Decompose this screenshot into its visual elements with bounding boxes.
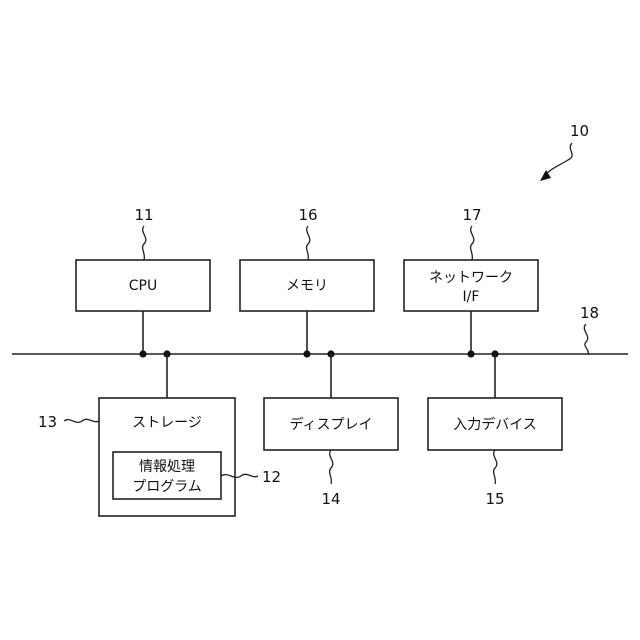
cpu-ref-label: 11 — [134, 206, 153, 224]
display-label: ディスプレイ — [289, 416, 372, 433]
network-label-line1: ネットワーク — [429, 270, 513, 286]
input-ref-label: 15 — [485, 490, 504, 508]
bus-ref-label: 18 — [580, 304, 599, 322]
bus-ref-leader — [584, 324, 588, 354]
memory-bus-junction — [303, 350, 310, 357]
display-ref-leader — [330, 450, 333, 484]
system-ref-label: 10 — [570, 122, 589, 140]
memory-ref-label: 16 — [298, 206, 317, 224]
input-device-label: 入力デバイス — [453, 416, 537, 433]
display-ref-label: 14 — [321, 490, 340, 508]
cpu-bus-junction — [139, 350, 146, 357]
network-ref-leader — [471, 226, 474, 260]
cpu-ref-leader — [143, 226, 146, 260]
storage-ref-label: 13 — [38, 413, 57, 431]
storage-ref-leader — [64, 419, 99, 422]
network-bus-junction — [467, 350, 474, 357]
program-label-line2: プログラム — [132, 479, 202, 495]
memory-ref-leader — [307, 226, 310, 260]
system-ref-arrow — [546, 143, 572, 174]
storage-label: ストレージ — [132, 415, 202, 431]
memory-label: メモリ — [286, 278, 328, 294]
network-label-line2: I/F — [463, 289, 480, 305]
network-ref-label: 17 — [462, 206, 481, 224]
cpu-label: CPU — [129, 278, 157, 294]
input-ref-leader — [494, 450, 497, 484]
program-label-line1: 情報処理 — [139, 459, 195, 475]
program-ref-label: 12 — [262, 468, 281, 486]
